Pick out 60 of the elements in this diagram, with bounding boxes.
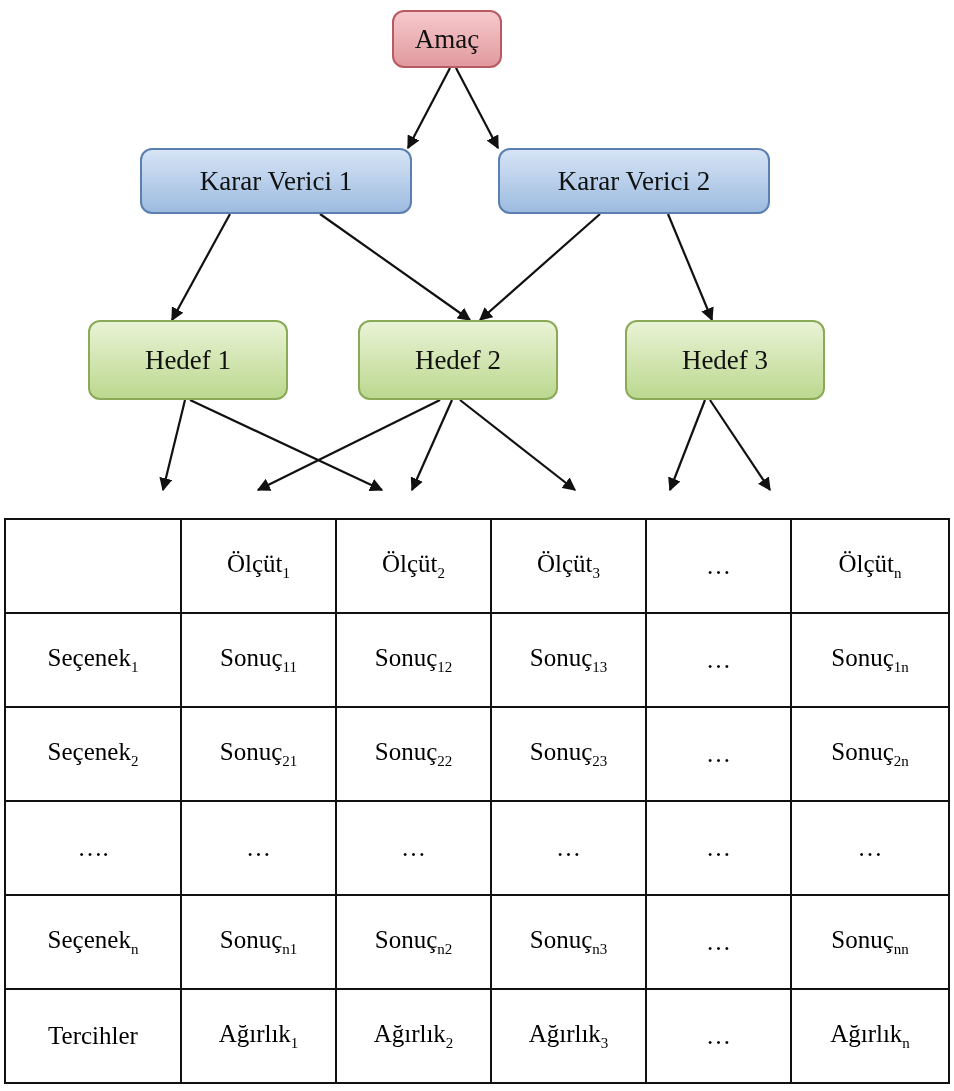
arrow xyxy=(667,213,714,322)
table-cell: … xyxy=(646,895,791,989)
table-cell: Ölçüt$_{2}$ xyxy=(336,519,491,613)
table-cell: …. xyxy=(5,801,181,895)
table-cell: Ölçüt$_{1}$ xyxy=(181,519,336,613)
table-cell: Sonuç$_{n1}$ xyxy=(181,895,336,989)
table-cell: Ölçüt$_{3}$ xyxy=(491,519,646,613)
table-cell: … xyxy=(646,613,791,707)
table-cell: … xyxy=(646,801,791,895)
table-cell: Sonuç$_{12}$ xyxy=(336,613,491,707)
table-cell: … xyxy=(491,801,646,895)
table-cell: Seçenek$_{2}$ xyxy=(5,707,181,801)
arrow xyxy=(407,67,451,150)
table-cell: Sonuç$_{13}$ xyxy=(491,613,646,707)
table-cell: Sonuç$_{nn}$ xyxy=(791,895,949,989)
arrow xyxy=(171,213,231,322)
table-cell: Ağırlık$_{3}$ xyxy=(491,989,646,1083)
table-cell: … xyxy=(791,801,949,895)
rounded-box xyxy=(140,148,412,214)
table-cell: … xyxy=(646,989,791,1083)
table-cell: … xyxy=(181,801,336,895)
table-cell: Seçenek$_{1}$ xyxy=(5,613,181,707)
table-cell: Tercihler xyxy=(5,989,181,1083)
arrow xyxy=(256,399,441,491)
table-cell: … xyxy=(646,519,791,613)
arrow xyxy=(479,213,601,321)
table-cell: Sonuç$_{23}$ xyxy=(491,707,646,801)
table-cell: Sonuç$_{2n}$ xyxy=(791,707,949,801)
node-label: Amaç xyxy=(414,23,480,55)
rounded-box xyxy=(392,10,502,68)
rounded-box xyxy=(88,320,288,400)
table-cell: Sonuç$_{1n}$ xyxy=(791,613,949,707)
table-cell: Sonuç$_{22}$ xyxy=(336,707,491,801)
arrow xyxy=(159,399,187,492)
table-cell: Sonuç$_{n2}$ xyxy=(336,895,491,989)
arrow xyxy=(709,399,771,492)
rounded-box xyxy=(498,148,770,214)
table-cell: Ölçüt$_{n}$ xyxy=(791,519,949,613)
table-cell: … xyxy=(336,801,491,895)
arrow xyxy=(668,399,707,492)
arrow xyxy=(189,399,384,491)
table-cell: Sonuç$_{n3}$ xyxy=(491,895,646,989)
rounded-box xyxy=(625,320,825,400)
arrow xyxy=(319,213,472,321)
table-cell: … xyxy=(646,707,791,801)
table-cell: Seçenek$_{n}$ xyxy=(5,895,181,989)
arrow xyxy=(459,399,577,491)
node-label: Karar Verici 1 xyxy=(199,165,353,197)
table-cell: Sonuç$_{21}$ xyxy=(181,707,336,801)
arrow xyxy=(410,399,453,492)
node-label: Karar Verici 2 xyxy=(557,165,711,197)
table-cell: Sonuç$_{11}$ xyxy=(181,613,336,707)
arrow xyxy=(455,67,499,150)
table-cell: Ağırlık$_{n}$ xyxy=(791,989,949,1083)
table-cell: Ağırlık$_{1}$ xyxy=(181,989,336,1083)
table-cell: Ağırlık$_{2}$ xyxy=(336,989,491,1083)
node-label: Hedef 1 xyxy=(144,344,232,376)
rounded-box xyxy=(358,320,558,400)
node-label: Hedef 3 xyxy=(681,344,769,376)
node-label: Hedef 2 xyxy=(414,344,502,376)
